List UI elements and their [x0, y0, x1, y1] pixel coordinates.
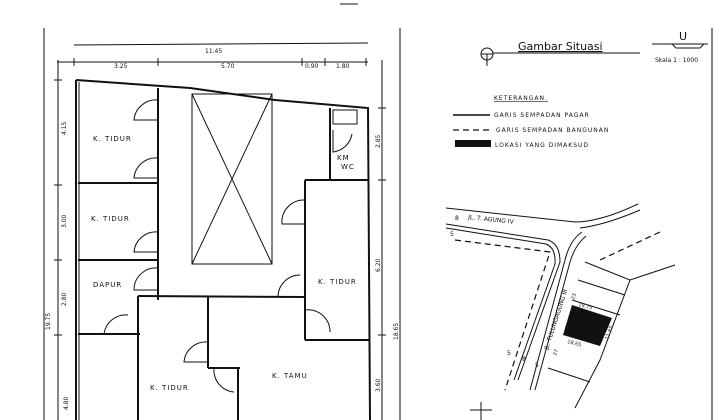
road-width-c: 5 [507, 350, 511, 357]
legend-title: KETERANGAN. [494, 95, 548, 102]
road-width-a: 8 [455, 215, 459, 222]
north-arrow-icon [652, 43, 708, 49]
dim-r1: 2.85 [375, 134, 382, 148]
room-label-bedroom-3: K. TIDUR [318, 278, 357, 286]
outer-wall [75, 79, 371, 420]
dim-left-total: 19.75 [45, 313, 52, 330]
site-plan-header: Gambar Situasi U Skala 1 : 1000 [480, 30, 708, 66]
dim-w1: 3.25 [114, 63, 128, 70]
room-label-bedroom-4: K. TIDUR [150, 384, 189, 392]
dim-r2: 6.20 [375, 258, 382, 272]
lot-number-top: 19.75 [578, 302, 593, 311]
floor-plan: 11.45 3.25 5.70 0.90 1.80 4.15 3.00 2.80… [45, 42, 400, 420]
dim-l2: 3.00 [61, 214, 68, 228]
legend-label-1: GARIS SEMPADAN PAGAR [494, 112, 590, 119]
room-label-bath-wc: WC [341, 163, 355, 171]
road-width-b: 5 [450, 231, 454, 238]
room-label-bedroom-1: K. TIDUR [93, 135, 132, 143]
lot-number-right: 11.65 [604, 325, 615, 341]
dim-l3: 2.80 [61, 292, 68, 306]
void-opening [191, 93, 273, 265]
lot-number-1: 23 [570, 293, 578, 301]
lot-number-bottom: 18.65 [567, 339, 582, 348]
dim-l1: 4.15 [61, 121, 68, 135]
site-map: 8 5 5 8 5 JL. T. AGUNG IV JL. TULUNGAGUN… [445, 203, 676, 409]
street-label-top: JL. T. AGUNG IV [467, 214, 515, 226]
legend-swatch-filled [455, 140, 491, 147]
dim-w4: 1.80 [336, 63, 350, 70]
legend-label-2: GARIS SEMPADAN BANGUNAN [496, 127, 609, 134]
legend: KETERANGAN. GARIS SEMPADAN PAGAR GARIS S… [453, 95, 609, 149]
dim-right-total: 18.65 [393, 323, 400, 340]
target-location-lot [563, 305, 612, 346]
dim-w3: 0.90 [305, 63, 319, 70]
room-label-living: K. TAMU [272, 372, 308, 380]
dim-total-width: 11.45 [205, 48, 222, 55]
dim-r3: 3.60 [375, 378, 382, 392]
dim-w2: 5.70 [221, 63, 235, 70]
site-plan-title: Gambar Situasi [518, 40, 603, 53]
lot-number-left: 11.35 [564, 315, 575, 331]
road-width-d: 8 [522, 356, 526, 363]
room-label-kitchen: DAPUR [93, 281, 122, 289]
road-width-e: 5 [535, 362, 539, 369]
dim-l4: 4.80 [63, 396, 70, 410]
room-label-bath-km: KM [337, 154, 350, 162]
room-label-bedroom-2: K. TIDUR [91, 215, 130, 223]
legend-label-3: LOKASI YANG DIMAKSUD [495, 142, 589, 149]
lot-number-2: 27 [552, 349, 560, 357]
north-label: U [679, 30, 687, 43]
scale-label: Skala 1 : 1000 [655, 57, 698, 64]
